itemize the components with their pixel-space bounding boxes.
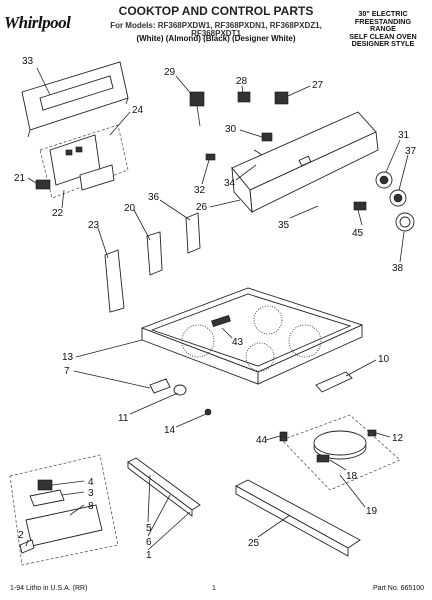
part-infinite-switch [189, 91, 289, 127]
callout-3: 3 [88, 488, 94, 499]
callout-32: 32 [194, 185, 206, 196]
callout-45: 45 [352, 228, 364, 239]
callout-27: 27 [312, 80, 324, 91]
range-line: SELF CLEAN OVEN [349, 31, 417, 41]
callout-35: 35 [278, 220, 290, 231]
callout-21: 21 [14, 173, 26, 184]
color-list: (White) (Almond) (Black) (Designer White… [136, 34, 296, 43]
callout-19: 19 [366, 506, 378, 517]
callout-44: 44 [256, 435, 268, 446]
callout-7: 7 [64, 366, 70, 377]
brand-logo: Whirlpool [4, 13, 71, 32]
callout-26: 26 [196, 202, 208, 213]
callout-24: 24 [132, 105, 144, 116]
range-line: RANGE [370, 24, 396, 34]
part-switch-bracket [39, 124, 129, 199]
callout-2: 2 [18, 530, 24, 541]
callout-37: 37 [405, 146, 417, 157]
callout-22: 22 [52, 208, 64, 219]
part-cooktop [140, 287, 364, 385]
callout-4: 4 [88, 477, 94, 488]
callout-12: 12 [392, 433, 404, 444]
part-lower-bracket-kit [9, 454, 119, 566]
range-line: DESIGNER STYLE [351, 39, 415, 49]
part-trim-strip [315, 371, 353, 393]
part-knobs [375, 171, 415, 232]
range-line: FREESTANDING [354, 16, 412, 26]
callout-43: 43 [232, 337, 244, 348]
part-bottom-bar [127, 457, 201, 517]
callout-11: 11 [118, 413, 129, 424]
callout-34: 34 [224, 178, 236, 189]
range-line: 30" ELECTRIC [358, 9, 408, 18]
part-cooktop-hardware [149, 378, 212, 416]
callout-labels: 33 29 28 27 24 30 31 21 37 32 34 22 36 2… [14, 56, 417, 561]
callout-1: 1 [146, 550, 152, 561]
leader-lines [25, 67, 409, 551]
callout-6: 6 [146, 537, 152, 548]
part-end-caps [104, 212, 201, 313]
part-control-console [231, 111, 379, 214]
callout-20: 20 [124, 203, 136, 214]
footer-printing: 1-94 Litho in U.S.A. (RR) [10, 585, 88, 592]
callout-25: 25 [248, 538, 260, 549]
callout-8: 8 [88, 501, 94, 512]
part-support-rail [235, 479, 361, 557]
callout-38: 38 [392, 263, 404, 274]
part-knob-insert [353, 201, 367, 211]
callout-10: 10 [378, 354, 390, 365]
callout-5: 5 [146, 523, 152, 534]
callout-23: 23 [88, 220, 100, 231]
callout-30: 30 [225, 124, 237, 135]
callout-29: 29 [164, 67, 176, 78]
part-backguard-panel [21, 61, 129, 138]
part-switch [35, 179, 51, 190]
diagram-title: COOKTOP AND CONTROL PARTS [118, 4, 314, 18]
callout-28: 28 [236, 76, 248, 87]
model-list: For Models: RF368PXDW1, RF368PXDN1, RF36… [110, 21, 322, 39]
footer-page-number: 1 [212, 585, 216, 592]
range-description: 30" ELECTRIC FREESTANDING RANGE SELF CLE… [340, 10, 426, 48]
callout-33: 33 [22, 56, 34, 67]
callout-13: 13 [62, 352, 74, 363]
callout-36: 36 [148, 192, 160, 203]
callout-18: 18 [346, 471, 358, 482]
part-clip [205, 153, 216, 161]
part-element-assembly [281, 414, 401, 491]
callout-14: 14 [164, 425, 176, 436]
footer-part-number: Part No. 665100 [373, 585, 424, 592]
callout-31: 31 [398, 130, 410, 141]
